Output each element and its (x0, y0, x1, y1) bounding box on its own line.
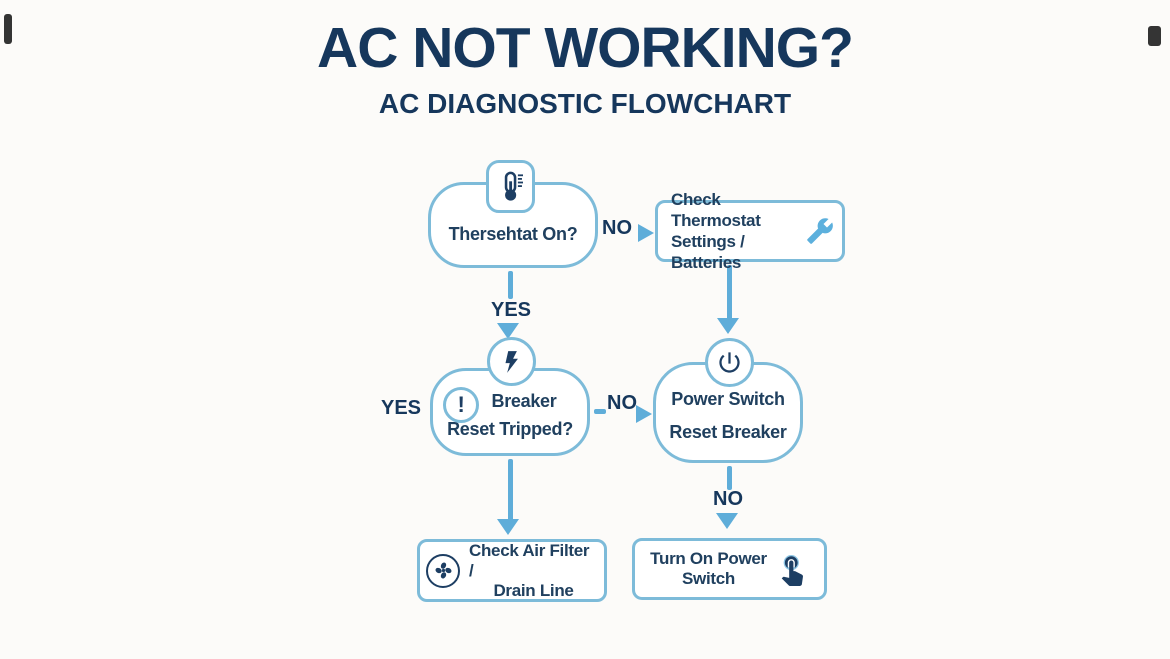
node-check-line2: Settings / Batteries (671, 232, 745, 272)
label-no-breaker: NO (607, 392, 637, 414)
label-no-thermostat: NO (602, 217, 632, 239)
label-yes-breaker: YES (381, 397, 422, 419)
power-icon (705, 338, 754, 387)
node-check-text: Check Thermostat Settings / Batteries (671, 189, 803, 273)
node-breaker-line2: Reset Tripped? (447, 419, 573, 439)
node-turn-on-power: Turn On Power Switch (632, 538, 827, 600)
node-turnon-line2: Switch (682, 569, 735, 588)
exclamation-icon: ! (443, 387, 479, 423)
connector-line (508, 271, 513, 299)
node-airfilter-text: Check Air Filter / Drain Line (469, 541, 598, 601)
connector-line (508, 459, 513, 521)
node-thermostat-label: Thersehtat On? (448, 223, 578, 244)
node-check-line1: Check Thermostat (671, 190, 761, 230)
image-artifact (1148, 26, 1161, 46)
label-no-power: NO (713, 488, 743, 510)
node-turnon-text: Turn On Power Switch (650, 549, 767, 589)
arrowhead-down-icon (497, 519, 519, 535)
arrowhead-down-icon (717, 318, 739, 334)
arrowhead-down-icon (497, 323, 519, 339)
exclamation-glyph: ! (457, 392, 465, 417)
connector-line (727, 466, 732, 490)
page-title: AC NOT WORKING? (317, 16, 854, 80)
lightning-icon (487, 337, 536, 386)
node-check-air-filter: Check Air Filter / Drain Line (417, 539, 607, 602)
wrench-icon (807, 218, 833, 244)
arrowhead-right-icon (636, 405, 652, 423)
connector-line (727, 265, 732, 320)
node-power-line2: Reset Breaker (669, 422, 787, 442)
label-yes-thermostat: YES (491, 299, 532, 321)
node-turnon-line1: Turn On Power (650, 549, 767, 568)
node-airfilter-line1: Check Air Filter / (469, 540, 590, 580)
fan-icon (426, 553, 460, 588)
page-subtitle: AC DIAGNOSTIC FLOWCHART (378, 88, 792, 119)
tap-hand-icon (781, 554, 803, 586)
image-artifact (4, 14, 12, 44)
node-check-thermostat: Check Thermostat Settings / Batteries (655, 190, 845, 272)
thermometer-icon (486, 160, 535, 213)
arrowhead-down-icon (716, 513, 738, 529)
lightning-glyph (505, 350, 518, 373)
node-breaker-line1: Breaker (491, 391, 557, 411)
node-airfilter-line2: Drain Line (493, 580, 574, 600)
thermometer-glyph (504, 171, 523, 201)
power-glyph (719, 352, 740, 373)
node-power-line1: Power Switch (671, 389, 785, 409)
connector-dash (594, 409, 606, 414)
fan-glyph (435, 562, 451, 579)
arrowhead-right-icon (638, 224, 654, 242)
node-breaker-reset: ! Breaker Reset Tripped? (430, 368, 590, 456)
